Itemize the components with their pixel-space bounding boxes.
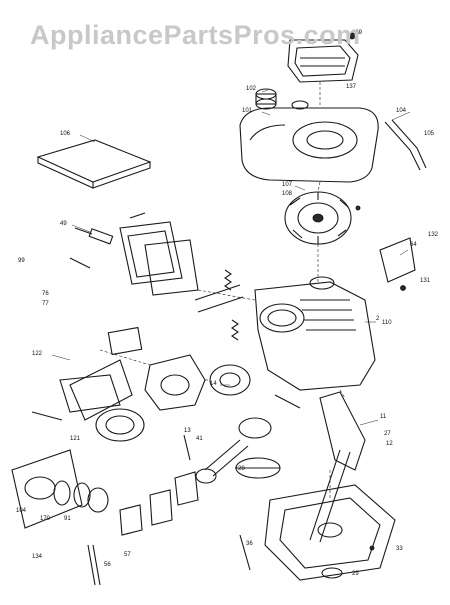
label-91: 91 [64, 516, 71, 522]
bolts [31, 205, 375, 571]
label-76: 76 [42, 291, 49, 297]
label-14: 14 [210, 381, 217, 387]
valve-assembly [194, 269, 244, 341]
camshaft [235, 457, 281, 479]
label-110: 110 [382, 320, 392, 326]
label-56: 56 [104, 562, 111, 568]
label-28: 28 [238, 466, 245, 472]
cylinder-head-gasket [119, 221, 199, 296]
part-number-labels: 169 137 102 101 104 105 106 107 108 132 … [16, 30, 439, 577]
label-33: 33 [396, 546, 403, 552]
label-170: 170 [40, 516, 51, 522]
label-leaders [51, 31, 411, 426]
label-122: 122 [32, 351, 43, 357]
label-13: 13 [184, 428, 191, 434]
label-2: 2 [376, 316, 380, 322]
label-106: 106 [60, 131, 71, 137]
label-64: 64 [410, 242, 417, 248]
connecting-rod [195, 417, 272, 484]
label-105: 105 [424, 131, 435, 137]
label-137: 137 [346, 84, 357, 90]
watermark: AppliancePartsPros.com [30, 20, 361, 50]
label-49: 49 [60, 221, 67, 227]
crankshaft [309, 391, 366, 543]
label-107: 107 [282, 182, 293, 188]
spark-plug [74, 227, 114, 245]
label-132: 132 [428, 232, 439, 238]
label-101: 101 [242, 108, 253, 114]
label-29: 29 [352, 571, 359, 577]
label-104b: 104 [16, 508, 27, 514]
air-filter-element [36, 139, 152, 189]
air-cleaner-base [59, 374, 145, 442]
label-36: 36 [246, 541, 253, 547]
carburetor [107, 326, 206, 411]
cylinder-block [254, 276, 376, 391]
label-131: 131 [420, 278, 431, 284]
label-27: 27 [384, 431, 391, 437]
label-102: 102 [246, 86, 257, 92]
label-11: 11 [380, 414, 387, 420]
label-108: 108 [282, 191, 293, 197]
label-169: 169 [352, 30, 363, 36]
label-99: 99 [18, 258, 25, 264]
crankcase-base [264, 484, 396, 581]
muffler [69, 359, 251, 421]
fuel-line [384, 119, 427, 171]
label-77: 77 [42, 301, 49, 307]
flywheel [284, 191, 352, 245]
label-57: 57 [124, 552, 131, 558]
label-121: 121 [70, 436, 81, 442]
label-134: 134 [32, 554, 43, 560]
control-bracket [379, 237, 416, 291]
air-cleaner-cover [287, 32, 359, 83]
starter-parts [11, 449, 199, 586]
label-12: 12 [386, 441, 393, 447]
label-104: 104 [396, 108, 407, 114]
blower-housing [239, 107, 379, 183]
label-41: 41 [196, 436, 203, 442]
assembly-leaders [99, 82, 346, 500]
filler-cap [255, 88, 309, 110]
